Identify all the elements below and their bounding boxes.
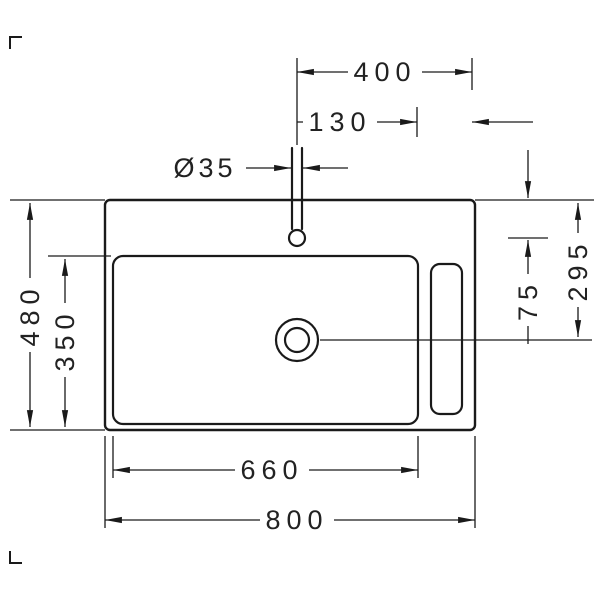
label-bg-130: [303, 106, 377, 138]
dim-label-480: 480: [15, 283, 45, 346]
corner-mark-bottom-left: [9, 551, 22, 564]
label-bg-400: [348, 56, 422, 88]
dim-label-295: 295: [563, 238, 593, 301]
shelf-slot-outline: [429, 262, 464, 416]
tap-hole: [287, 228, 307, 248]
label-bg-350: [49, 303, 81, 377]
dim-label-diameter-35: Ø35: [173, 153, 236, 183]
drain-inner-circle: [283, 326, 311, 354]
basin-outlines: [103, 146, 477, 432]
extension-lines: [10, 58, 594, 528]
label-bg-660: [235, 454, 309, 486]
label-bg-295: [562, 233, 594, 307]
basin-outer-outline: [103, 198, 477, 432]
dim-label-350: 350: [50, 308, 80, 371]
label-bg-75: [512, 274, 544, 326]
dim-label-800: 800: [265, 505, 328, 535]
drain-outer-circle: [274, 317, 320, 363]
dim-label-130: 130: [308, 107, 371, 137]
dim-label-400: 400: [353, 57, 416, 87]
dimension-labels: 400 130 Ø35 480 350 295 75 660 800: [15, 57, 593, 535]
dim-label-75: 75: [513, 279, 543, 321]
label-bg-480: [14, 278, 46, 352]
label-bg-800: [260, 504, 334, 536]
dimension-label-backgrounds: [14, 56, 594, 536]
corner-mark-top-left: [9, 36, 22, 49]
dim-label-660: 660: [240, 455, 303, 485]
